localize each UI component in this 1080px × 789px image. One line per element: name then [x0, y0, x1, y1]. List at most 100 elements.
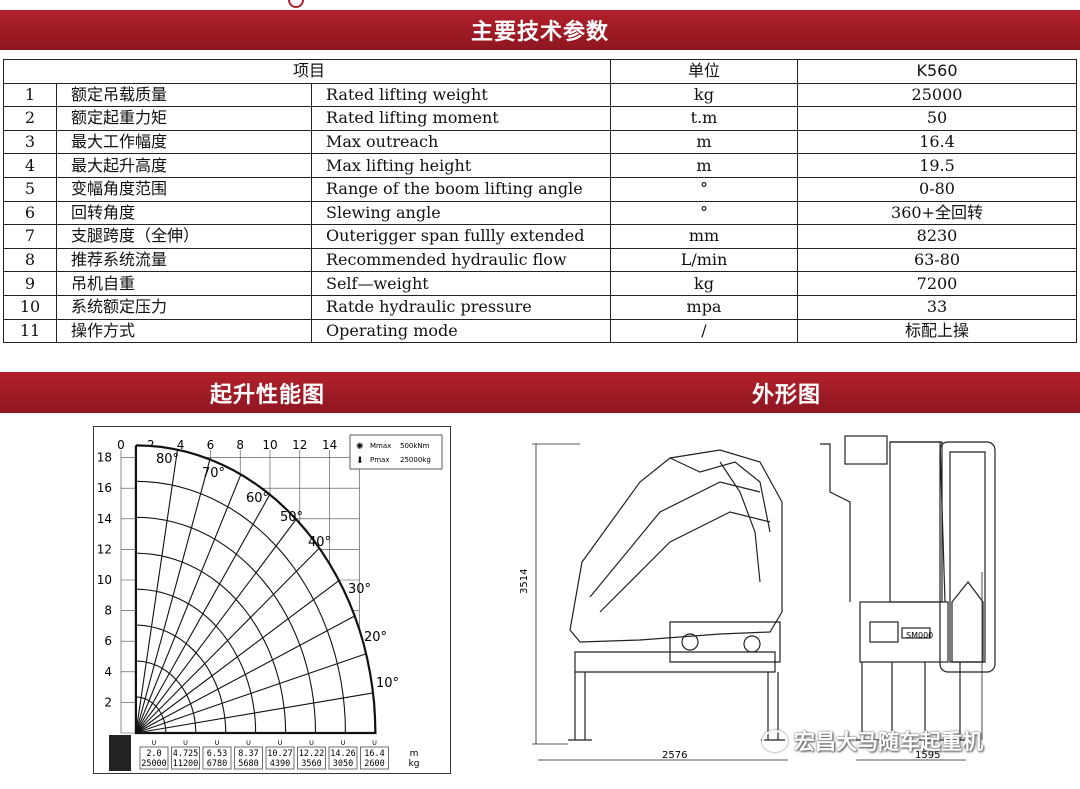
spec-cell-unit: ° — [610, 200, 798, 226]
hook-icon: ∪ — [151, 738, 157, 747]
angle-label: 50° — [280, 510, 303, 525]
spec-cell-no: 10 — [3, 294, 57, 320]
lift-chart: 024681012141816141210864280°70°60°50°40°… — [93, 426, 451, 774]
spec-cell-unit: m — [610, 153, 798, 178]
spec-cell-no: 11 — [3, 318, 57, 344]
load-value: 6780 — [207, 759, 227, 769]
y-tick-label: 14 — [97, 512, 112, 526]
spec-cell-en: Recommended hydraulic flow — [311, 247, 611, 273]
lift-envelope — [134, 444, 377, 735]
spec-cell-cn: 操作方式 — [56, 318, 312, 344]
y-tick-label: 2 — [104, 695, 112, 709]
watermark: 宏昌大马随车起重机 — [762, 726, 983, 756]
load-cell — [234, 746, 263, 770]
load-value: 5680 — [238, 759, 258, 769]
load-value: 4390 — [270, 759, 290, 769]
reach-arc — [135, 696, 167, 733]
hook-icon: ∪ — [340, 738, 346, 747]
spec-cell-value: 25000 — [797, 82, 1077, 108]
crane-pedestal-icon — [109, 735, 131, 771]
angle-label: 60° — [246, 491, 269, 506]
spec-cell-no: 5 — [3, 176, 57, 202]
spec-cell-cn: 回转角度 — [56, 200, 312, 226]
hook-icon: ∪ — [183, 738, 189, 747]
hook-icon: ∪ — [277, 738, 283, 747]
legend-symbol-icon: ⬇ — [356, 456, 364, 466]
legend-symbol-icon: ✺ — [356, 442, 364, 452]
outreach-value: 8.37 — [238, 749, 258, 759]
y-tick-label: 6 — [104, 634, 112, 648]
y-tick-label: 4 — [104, 665, 112, 679]
legend-box — [349, 434, 443, 470]
outreach-value: 6.53 — [207, 749, 227, 759]
load-cell — [171, 746, 200, 770]
x-tick-label: 8 — [236, 438, 244, 452]
outreach-value: 10.27 — [267, 749, 293, 759]
spec-banner: 主要技术参数 — [0, 10, 1080, 50]
load-value: 2600 — [364, 759, 384, 769]
x-tick-label: 0 — [117, 438, 125, 452]
spec-cell-en: Self—weight — [311, 271, 611, 296]
plate-text: SM000 — [906, 631, 933, 640]
crane-side-body — [569, 449, 783, 643]
spec-cell-en: Max outreach — [311, 129, 611, 155]
spec-cell-unit: L/min — [610, 247, 798, 273]
spec-cell-value: 8230 — [797, 224, 1077, 249]
y-tick-label: 8 — [104, 604, 112, 618]
spec-cell-value: 0-80 — [797, 176, 1077, 202]
crane-base — [574, 651, 776, 673]
outreach-value: 16.4 — [364, 749, 384, 759]
x-tick-label: 6 — [207, 438, 215, 452]
legend-value: 25000kg — [400, 456, 431, 464]
spec-cell-value: 7200 — [797, 271, 1077, 296]
spec-cell-en: Ratde hydraulic pressure — [311, 294, 611, 320]
load-cell — [297, 746, 326, 770]
spec-cell-unit: kg — [610, 271, 798, 296]
y-tick-label: 12 — [97, 542, 112, 556]
reach-arc — [135, 624, 227, 734]
spec-cell-en: Max lifting height — [311, 153, 611, 178]
angle-label: 40° — [308, 535, 331, 550]
load-unit: kg — [409, 759, 420, 769]
spec-cell-no: 8 — [3, 247, 57, 273]
hook-icon: ∪ — [214, 738, 220, 747]
reach-arc — [135, 480, 346, 734]
reach-arc — [135, 516, 317, 734]
spec-cell-no: 4 — [3, 153, 57, 178]
lift-chart-svg: 024681012141816141210864280°70°60°50°40°… — [97, 434, 443, 771]
outline-title: 外形图 — [752, 382, 822, 408]
spec-cell-en: Slewing angle — [311, 200, 611, 226]
dim-front-width: 1595 — [915, 750, 940, 761]
load-unit: m — [410, 749, 419, 759]
y-tick-label: 16 — [97, 481, 112, 495]
legend-label: Pmax — [370, 456, 389, 464]
load-value: 3050 — [333, 759, 353, 769]
spec-cell-en: Rated lifting weight — [311, 82, 611, 108]
lift-chart-title: 起升性能图 — [210, 382, 326, 408]
reach-arc — [135, 552, 287, 734]
outreach-value: 14.26 — [330, 749, 356, 759]
spec-cell-en: Outerigger span fullly extended — [311, 224, 611, 249]
outreach-value: 12.22 — [299, 749, 325, 759]
x-tick-label: 12 — [292, 438, 307, 452]
header-unit: 单位 — [610, 59, 798, 84]
spec-cell-no: 7 — [3, 224, 57, 249]
spec-cell-unit: / — [610, 318, 798, 344]
spec-cell-en: Rated lifting moment — [311, 106, 611, 131]
x-tick-label: 14 — [322, 438, 337, 452]
angle-label: 20° — [364, 630, 387, 645]
spec-cell-cn: 额定吊载质量 — [56, 82, 312, 108]
spec-cell-no: 2 — [3, 106, 57, 131]
load-value: 11200 — [173, 759, 199, 769]
spec-cell-value: 63-80 — [797, 247, 1077, 273]
angle-label: 80° — [156, 452, 179, 467]
dim-side-width: 2576 — [662, 750, 687, 761]
spec-cell-unit: m — [610, 129, 798, 155]
